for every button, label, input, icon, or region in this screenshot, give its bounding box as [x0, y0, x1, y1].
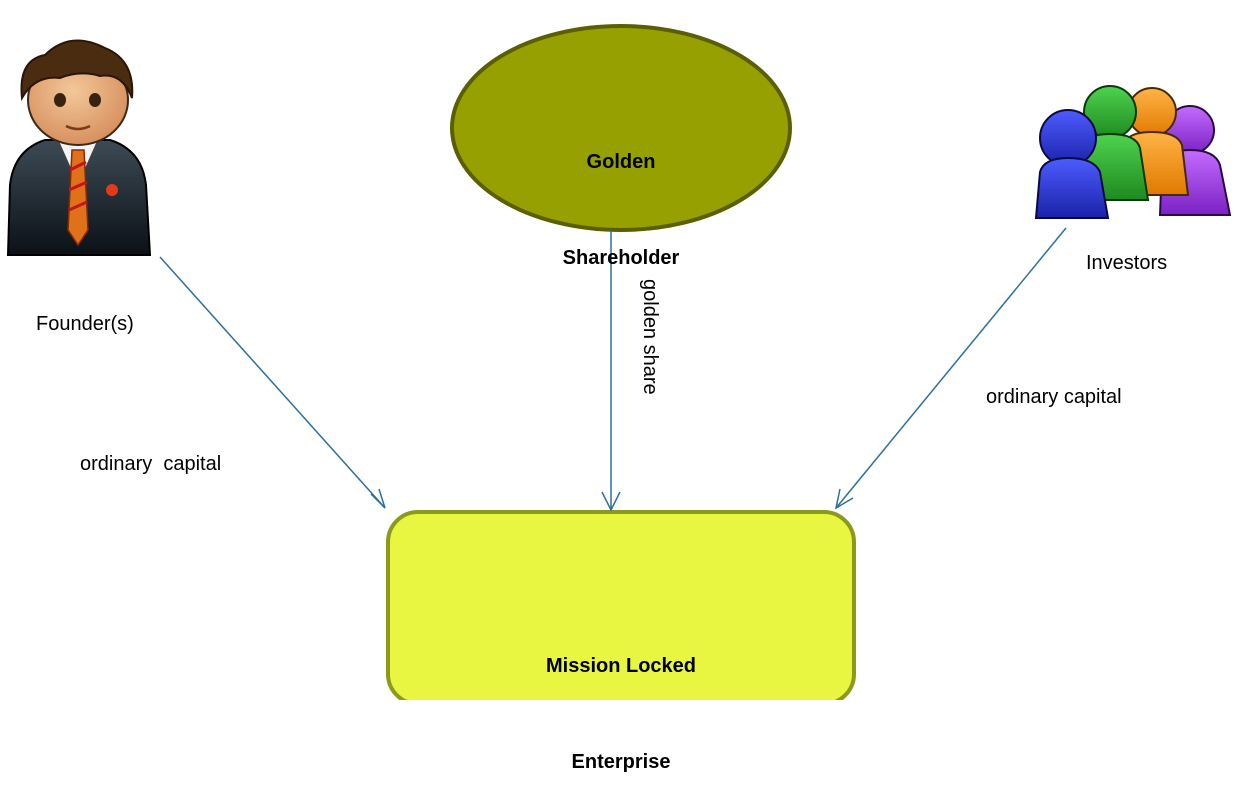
arrow-investors-to-enterprise — [834, 227, 1067, 510]
enterprise-label: Mission Locked Enterprise — [471, 586, 771, 810]
arrow-golden-to-enterprise — [601, 230, 621, 512]
founder-person-icon — [6, 39, 152, 256]
enterprise-line1: Mission Locked — [545, 655, 697, 677]
golden-shareholder-line2: Shareholder — [562, 247, 680, 269]
investors-group-icon — [1034, 85, 1232, 219]
arrow-founder-to-enterprise — [159, 256, 386, 509]
edge-label-golden: golden share — [639, 279, 661, 395]
golden-shareholder-line1: Golden — [586, 151, 656, 173]
founder-label: Founder(s) — [36, 313, 134, 335]
edge-label-founder: ordinary capital — [80, 453, 222, 475]
enterprise-node — [386, 510, 856, 700]
diagram-canvas — [6, 24, 1232, 700]
investors-label: Investors — [1086, 252, 1168, 274]
enterprise-line2: Enterprise — [571, 751, 671, 773]
golden-shareholder-label: Golden Shareholder — [521, 82, 721, 306]
golden-shareholder-node — [450, 24, 792, 232]
edge-label-investors: ordinary capital — [986, 386, 1122, 408]
